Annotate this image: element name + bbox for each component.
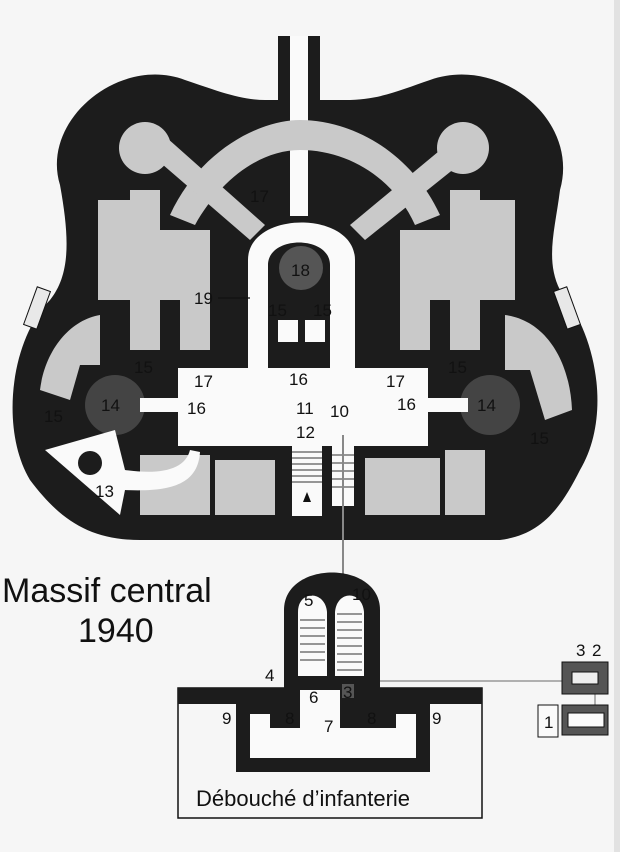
u-corridor <box>248 222 355 370</box>
label-2: 2 <box>592 641 601 660</box>
remote-1-inner <box>567 712 605 728</box>
label-8-left: 8 <box>285 709 294 728</box>
stair-tower-inner-right <box>335 595 364 676</box>
turret-right <box>460 375 520 435</box>
label-15-e: 15 <box>448 358 467 377</box>
year-label: 1940 <box>78 612 154 650</box>
room-3-block <box>342 684 354 698</box>
label-16-center: 16 <box>289 370 308 389</box>
room-lower-4 <box>445 450 485 515</box>
label-17-top: 17 <box>250 187 269 206</box>
room-18-circle <box>279 246 323 290</box>
exit-right <box>552 286 582 330</box>
cell-15-right <box>305 320 325 342</box>
lower-chamber <box>250 714 416 758</box>
label-15-c: 15 <box>268 301 287 320</box>
label-9-right: 9 <box>432 709 441 728</box>
rooms-left-upper <box>98 190 210 350</box>
stairs-12 <box>292 446 322 516</box>
diag-corridor-left <box>140 130 265 240</box>
room-lower-3 <box>365 458 440 515</box>
label-14-right: 14 <box>477 396 496 415</box>
label-15-d: 15 <box>313 301 332 320</box>
page-edge <box>614 0 620 852</box>
label-12: 12 <box>296 423 315 442</box>
tower-stairs <box>300 613 362 671</box>
label-7: 7 <box>324 717 333 736</box>
caption-label: Débouché d’infanterie <box>196 786 410 811</box>
label-1: 1 <box>544 713 553 732</box>
label-5: 5 <box>304 591 313 610</box>
label-9-left: 9 <box>222 709 231 728</box>
label-17-left: 17 <box>194 372 213 391</box>
cell-15-left <box>278 320 298 342</box>
label-17-right: 17 <box>386 372 405 391</box>
label-6: 6 <box>309 688 318 707</box>
label-14-left: 14 <box>101 396 120 415</box>
label-3-remote: 3 <box>576 641 585 660</box>
room-lower-2 <box>215 460 275 515</box>
lobe-left <box>119 122 171 174</box>
exit-left <box>22 286 52 330</box>
lobe-right <box>437 122 489 174</box>
label-15-b: 15 <box>44 407 63 426</box>
label-13: 13 <box>95 482 114 501</box>
rooms-right-upper <box>400 190 515 350</box>
passage-right-16 <box>428 398 468 412</box>
label-1-box <box>537 704 559 738</box>
room-right-lower <box>505 315 572 420</box>
corridor-13 <box>45 430 200 515</box>
label-8-right: 8 <box>367 709 376 728</box>
label-10: 10 <box>330 402 349 421</box>
label-15-f: 15 <box>530 429 549 448</box>
label-3: 3 <box>343 683 352 702</box>
label-11: 11 <box>296 399 314 418</box>
well-13 <box>78 451 102 475</box>
label-16-left: 16 <box>187 399 206 418</box>
arc-gallery <box>170 120 440 225</box>
turret-left <box>85 375 145 435</box>
room-6 <box>300 690 340 728</box>
label-10-lower: 10 <box>352 585 371 604</box>
label-15-a: 15 <box>134 358 153 377</box>
remote-2-3-inner <box>571 671 599 685</box>
label-16-right: 16 <box>397 395 416 414</box>
label-19: 19 <box>194 289 213 308</box>
label-18: 18 <box>291 261 310 280</box>
passage-left-16 <box>140 398 180 412</box>
main-hall <box>178 368 428 446</box>
title-label: Massif central <box>2 572 212 610</box>
room-left-lower <box>40 315 100 400</box>
massif-central-block <box>12 36 598 540</box>
label-4: 4 <box>265 666 274 685</box>
debouche-block <box>177 572 609 819</box>
